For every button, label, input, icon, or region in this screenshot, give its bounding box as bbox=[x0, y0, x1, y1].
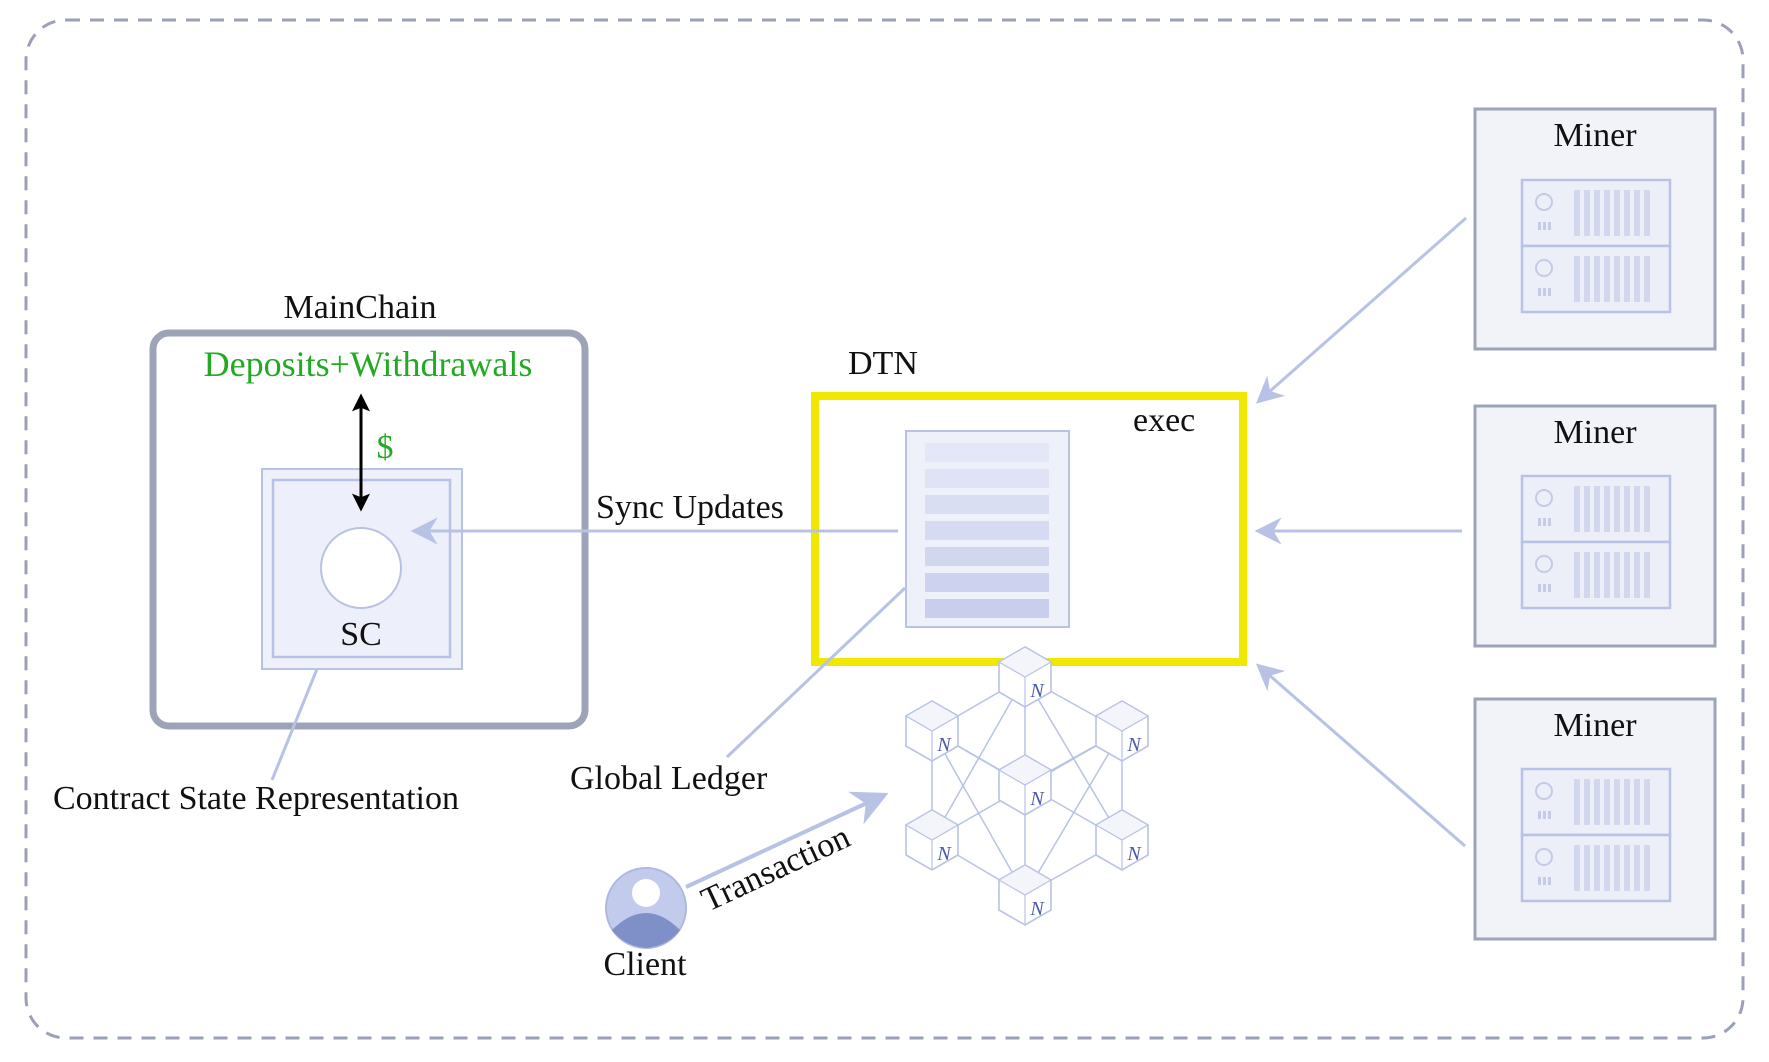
node-letter: N bbox=[1029, 680, 1045, 702]
cube-node-top: N bbox=[998, 646, 1052, 708]
cube-node-bottom: N bbox=[998, 864, 1052, 926]
node-letter: N bbox=[1126, 734, 1142, 756]
cube-node-center: N bbox=[998, 754, 1052, 816]
miner-label: Miner bbox=[1553, 117, 1637, 154]
miner-label: Miner bbox=[1553, 414, 1637, 451]
miner-box-3: Miner bbox=[1473, 697, 1717, 941]
sync-updates-label: Sync Updates bbox=[596, 489, 784, 526]
cube-node-upper-left: N bbox=[905, 700, 959, 762]
transaction-label: Transaction bbox=[696, 818, 856, 919]
miner-box-2: Miner bbox=[1473, 404, 1717, 648]
cube-node-lower-left: N bbox=[905, 809, 959, 871]
server-rack-icon bbox=[1520, 767, 1672, 903]
cube-node-upper-right: N bbox=[1095, 700, 1149, 762]
miner-arrow-1 bbox=[1255, 216, 1467, 404]
node-letter: N bbox=[1126, 843, 1142, 865]
node-letter: N bbox=[1029, 788, 1045, 810]
sc-circle-icon bbox=[320, 527, 402, 609]
node-letter: N bbox=[1029, 898, 1045, 920]
deposits-withdrawals-label: Deposits+Withdrawals bbox=[204, 344, 533, 384]
contract-state-label: Contract State Representation bbox=[53, 780, 459, 817]
dtn-label: DTN bbox=[848, 345, 918, 382]
sc-label: SC bbox=[340, 616, 382, 653]
miner-arrow-3 bbox=[1255, 663, 1466, 848]
outer-frame bbox=[24, 18, 1745, 1040]
server-rack-icon bbox=[1520, 178, 1672, 314]
dollar-label: $ bbox=[377, 429, 394, 466]
global-ledger-leader bbox=[725, 586, 907, 759]
global-ledger-label: Global Ledger bbox=[570, 760, 768, 797]
transaction-arrow bbox=[685, 791, 889, 889]
server-rack-icon bbox=[1520, 474, 1672, 610]
contract-state-leader bbox=[270, 668, 319, 781]
exec-label: exec bbox=[1133, 402, 1195, 439]
node-letter: N bbox=[936, 734, 952, 756]
miner-label: Miner bbox=[1553, 707, 1637, 744]
miner-box-1: Miner bbox=[1473, 107, 1717, 351]
client-label: Client bbox=[603, 946, 687, 983]
user-avatar-icon bbox=[605, 867, 687, 949]
ledger-document-icon bbox=[905, 430, 1070, 628]
node-letter: N bbox=[936, 843, 952, 865]
cube-node-lower-right: N bbox=[1095, 809, 1149, 871]
mainchain-label: MainChain bbox=[284, 289, 437, 326]
